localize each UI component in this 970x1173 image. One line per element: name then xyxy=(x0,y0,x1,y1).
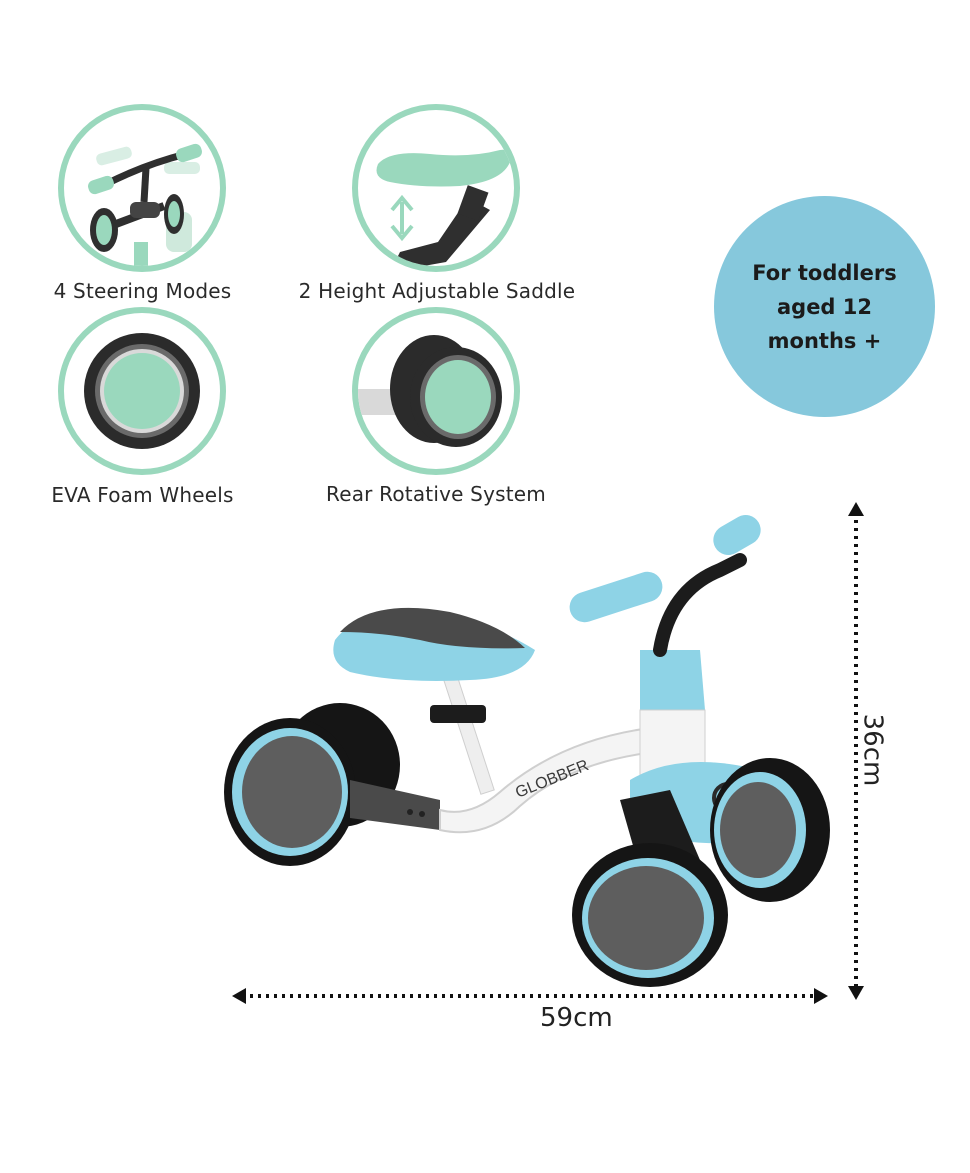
rear-wheel xyxy=(224,703,400,866)
age-badge: For toddlers aged 12 months + xyxy=(714,196,935,417)
adjustable-saddle-icon xyxy=(350,102,522,274)
balance-bike-image: GLOBBER xyxy=(200,500,880,1020)
front-left-wheel xyxy=(572,843,728,987)
height-dimension-arrow xyxy=(848,502,864,1000)
feature-label-steering: 4 Steering Modes xyxy=(53,279,232,303)
height-dimension-label: 36cm xyxy=(857,713,888,787)
rear-rotative-icon xyxy=(350,305,522,477)
feature-label-wheels: EVA Foam Wheels xyxy=(51,483,234,507)
width-dimension-arrow xyxy=(232,988,828,1004)
foam-wheel-icon xyxy=(56,305,228,477)
age-badge-text: For toddlers aged 12 months + xyxy=(752,260,897,353)
width-dimension-label: 59cm xyxy=(540,1003,613,1033)
steering-modes-icon xyxy=(56,102,228,274)
feature-label-rotative: Rear Rotative System xyxy=(326,482,546,506)
feature-label-saddle: 2 Height Adjustable Saddle xyxy=(298,279,576,303)
front-right-wheel xyxy=(710,758,830,902)
